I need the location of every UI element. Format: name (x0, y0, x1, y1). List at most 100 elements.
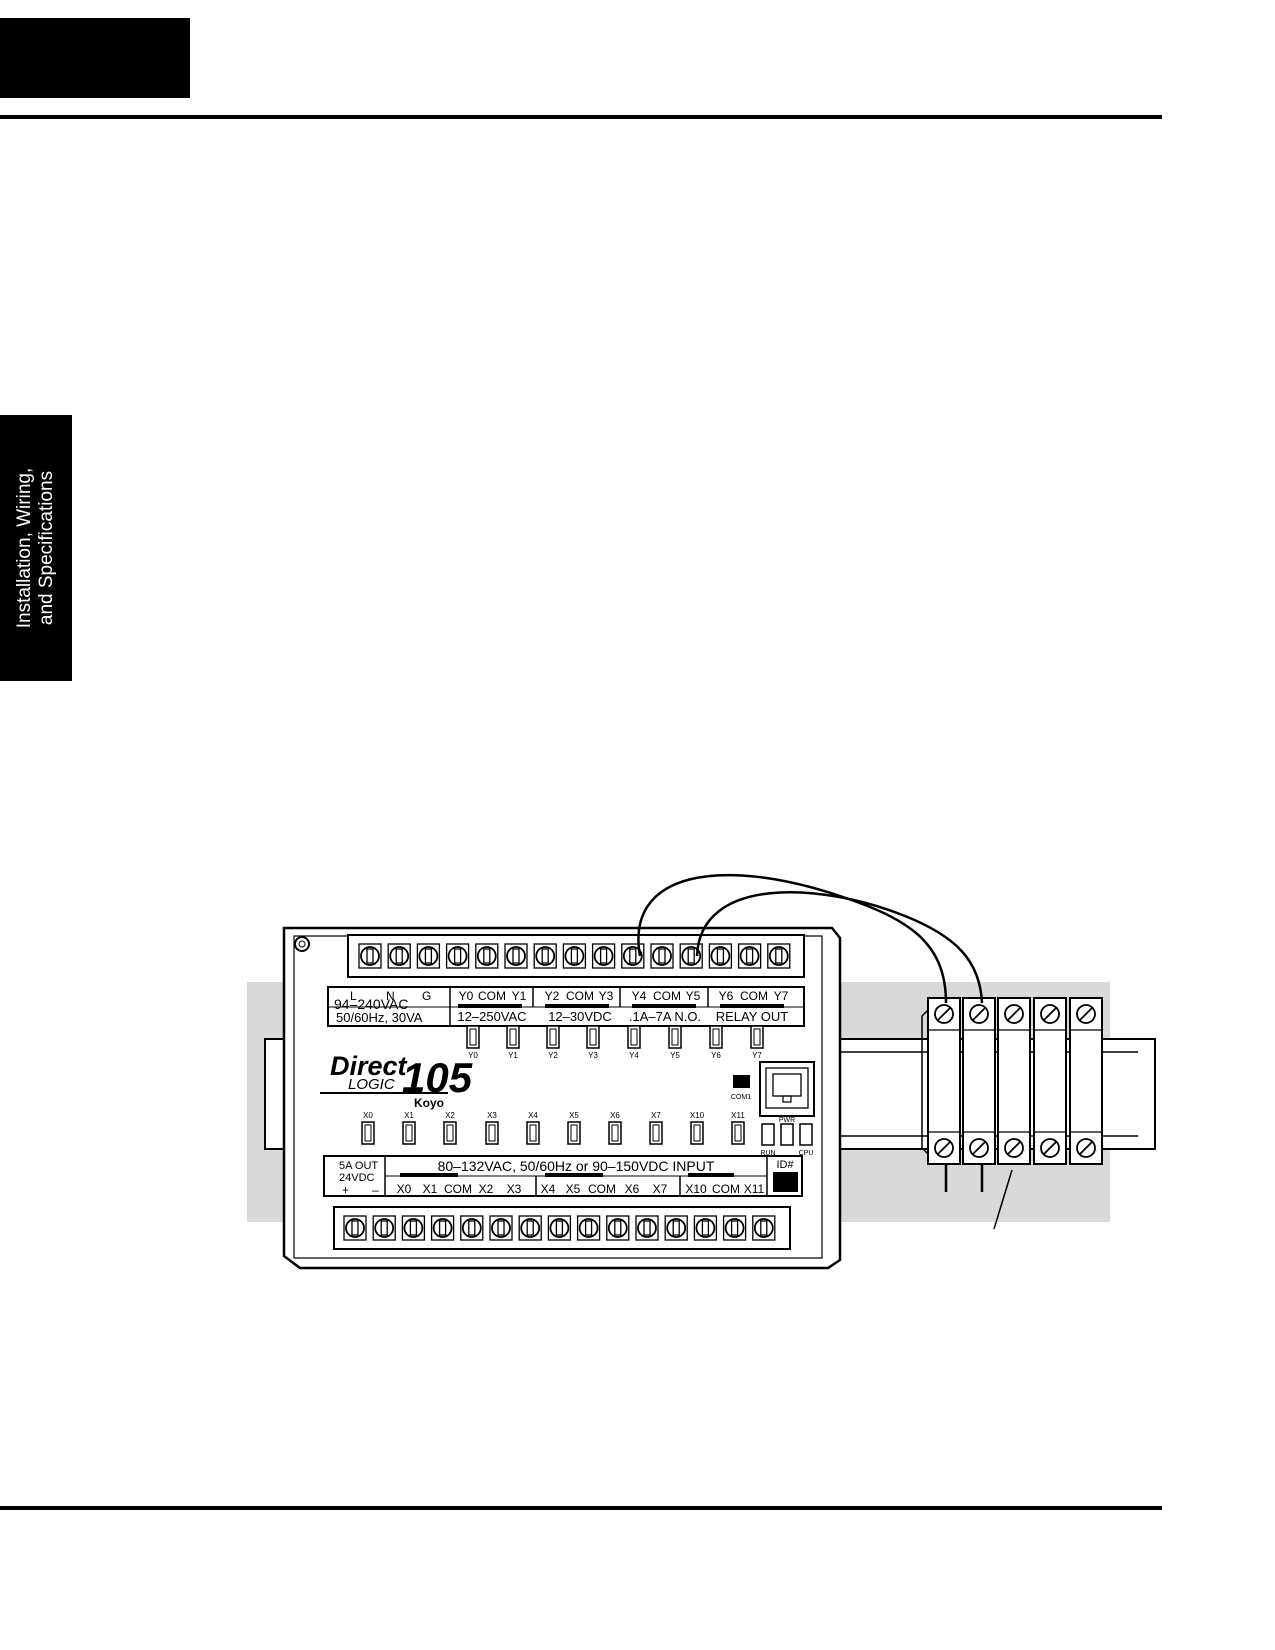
led-lens (671, 1028, 679, 1046)
terminal-block (927, 997, 961, 1165)
led-lens (488, 1124, 496, 1142)
led-lens (570, 1124, 578, 1142)
com1-port-label: COM1 (731, 1094, 751, 1101)
status-led-label: CPU (799, 1150, 814, 1157)
terminal-cell (664, 1215, 688, 1241)
led-lens (446, 1124, 454, 1142)
output-terminal-label: Y0 (459, 989, 474, 1003)
input-terminal-label: X2 (479, 1182, 494, 1196)
screw-slot (672, 1220, 680, 1236)
terminal-screw (432, 1218, 453, 1238)
input-terminal-label: X10 (685, 1182, 707, 1196)
terminal-screw (724, 1218, 745, 1238)
led-lens (469, 1028, 477, 1046)
led-lens (405, 1124, 413, 1142)
output-led-label: Y3 (588, 1051, 598, 1060)
power-rating-line2: 50/60Hz, 30VA (336, 1010, 423, 1025)
output-terminal-label: COM (566, 989, 594, 1003)
terminal-screw (739, 946, 760, 966)
screw-slot (380, 1220, 388, 1236)
output-terminal-label: Y2 (545, 989, 560, 1003)
output-terminal-label: COM (478, 989, 506, 1003)
chapter-tab (0, 18, 190, 98)
led-lens (529, 1124, 537, 1142)
terminal-screw (564, 946, 585, 966)
screw-slot (701, 1220, 710, 1236)
terminal-cell (401, 1215, 426, 1241)
brand-direct: Direct (330, 1051, 408, 1081)
input-terminal-label: X11 (744, 1182, 765, 1196)
status-led (761, 1123, 775, 1146)
screw-slot (541, 948, 549, 964)
terminal-cell (606, 1215, 630, 1241)
output-led-label: Y6 (711, 1051, 721, 1060)
terminal-screw (681, 946, 702, 966)
output-spec-label: .1A–7A N.O. (629, 1009, 701, 1024)
power-terminal-n: N (386, 989, 395, 1003)
id-plate (773, 1172, 798, 1192)
screw-slot (526, 1220, 534, 1236)
terminal-screw (374, 1218, 395, 1238)
terminal-screw (652, 946, 672, 966)
status-led (780, 1123, 794, 1146)
jumper-wire-2 (695, 891, 984, 1004)
screw-slot (483, 948, 491, 964)
screw-slot (497, 1220, 505, 1236)
terminal-cell (737, 943, 762, 969)
output-terminal-label: Y4 (632, 989, 647, 1003)
terminal-screw (345, 1218, 365, 1238)
terminal-cell (591, 943, 616, 969)
header-rule (0, 115, 1162, 119)
jumper-wire-1 (637, 873, 948, 1004)
aux-out-line2: 24VDC (339, 1172, 375, 1184)
terminal-screw (535, 946, 556, 966)
brand-logic: LOGIC (348, 1076, 395, 1093)
terminal-block (997, 997, 1031, 1165)
output-terminal-label: Y6 (719, 989, 734, 1003)
terminal-screw (607, 1218, 628, 1238)
screw-slot (629, 948, 637, 964)
terminal-cell (752, 1215, 776, 1241)
led-lens (630, 1028, 638, 1046)
terminal-cell (475, 943, 499, 969)
output-terminal-label: Y7 (774, 989, 789, 1003)
status-led-label: RUN (760, 1150, 775, 1157)
screw-slot (409, 1220, 418, 1236)
terminal-cell (504, 943, 528, 969)
terminal-screw (666, 1218, 687, 1238)
input-terminal-label: X0 (397, 1182, 412, 1196)
side-section-tab: Installation, Wiring, and Specifications (0, 415, 72, 681)
screw-slot (468, 1220, 476, 1236)
terminal-cell (679, 943, 703, 969)
input-led-label: X6 (610, 1111, 620, 1120)
terminal-cell (445, 943, 470, 969)
terminal-cell (693, 1215, 718, 1241)
output-terminal-label: Y5 (686, 989, 701, 1003)
terminal-block (1069, 997, 1103, 1165)
terminal-screw (695, 1218, 716, 1238)
terminal-screw (418, 946, 439, 966)
screw-slot (395, 948, 403, 964)
input-terminal-label: X4 (541, 1182, 556, 1196)
screw-slot (424, 948, 433, 964)
output-spec-label: RELAY OUT (716, 1009, 789, 1024)
led-lens (364, 1124, 372, 1142)
output-terminal-label: COM (740, 989, 768, 1003)
screw-slot (745, 948, 754, 964)
input-led-label: X10 (690, 1111, 705, 1120)
power-terminal-l: L (350, 989, 357, 1003)
led-lens (509, 1028, 517, 1046)
terminal-screw (403, 1218, 424, 1238)
screw-slot (512, 948, 520, 964)
terminal-cell (518, 1215, 542, 1241)
mounting-hole (294, 936, 310, 952)
leader-line (993, 1169, 1013, 1230)
terminal-screw (753, 1218, 774, 1238)
terminal-cell (430, 1215, 455, 1241)
led-lens (753, 1028, 761, 1046)
led-lens (589, 1028, 597, 1046)
output-terminal-label: COM (653, 989, 681, 1003)
